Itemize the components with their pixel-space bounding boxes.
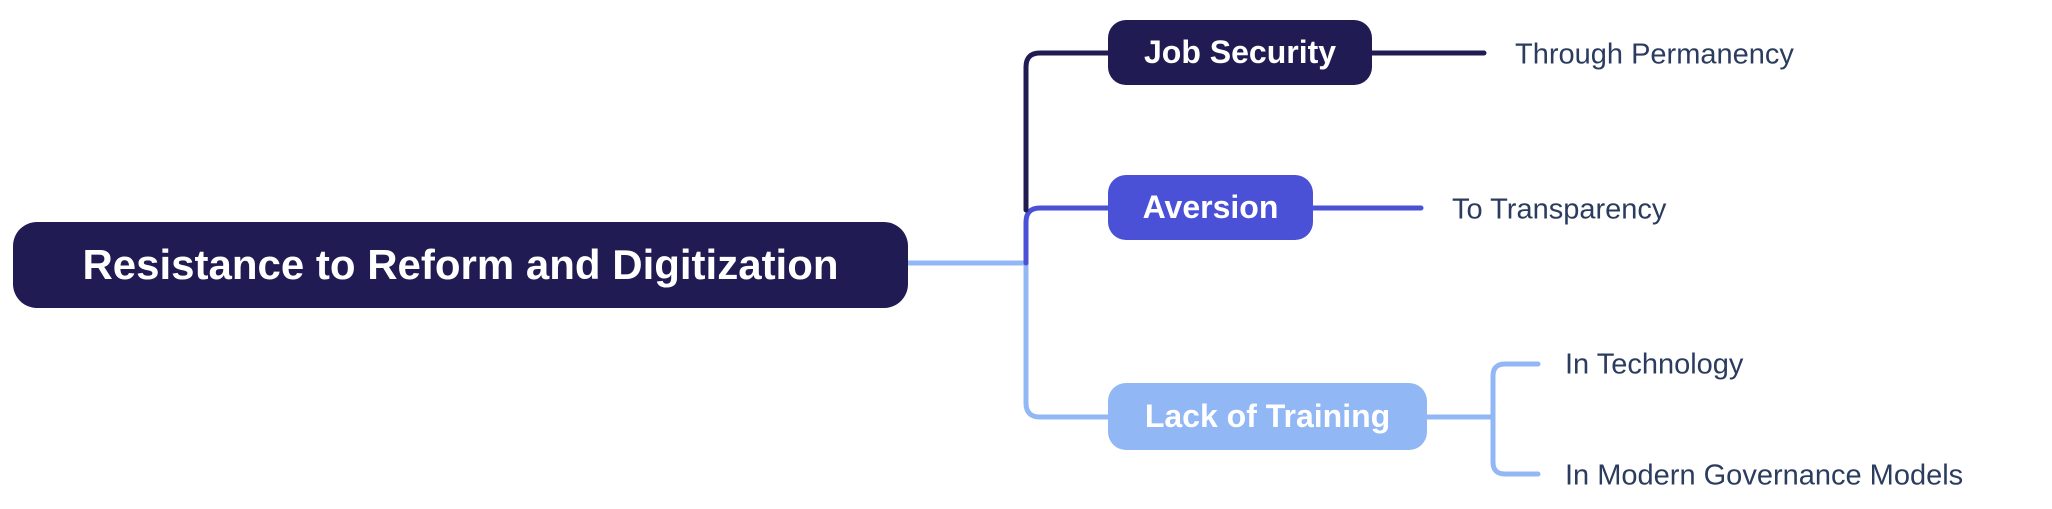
leaf-through-permanency[interactable]: Through Permanency xyxy=(1515,38,1794,71)
connector-fork-to-in-technology xyxy=(1490,361,1541,420)
root-node-resistance-to-reform[interactable]: Resistance to Reform and Digitization xyxy=(13,222,908,308)
leaf-in-modern-governance-models[interactable]: In Modern Governance Models xyxy=(1565,459,1964,492)
connector-trunk-to-job-security xyxy=(1023,50,1113,213)
connector-trunk-to-aversion xyxy=(1023,205,1113,266)
connector-root-to-lack-of-training xyxy=(900,260,1113,420)
branch-node-job-security[interactable]: Job Security xyxy=(1108,20,1372,85)
branch-node-aversion[interactable]: Aversion xyxy=(1108,175,1313,240)
leaf-in-technology[interactable]: In Technology xyxy=(1565,348,1744,381)
connector-fork-to-in-modern-governance xyxy=(1490,414,1541,477)
leaf-to-transparency[interactable]: To Transparency xyxy=(1452,193,1667,226)
branch-node-lack-of-training[interactable]: Lack of Training xyxy=(1108,383,1427,450)
